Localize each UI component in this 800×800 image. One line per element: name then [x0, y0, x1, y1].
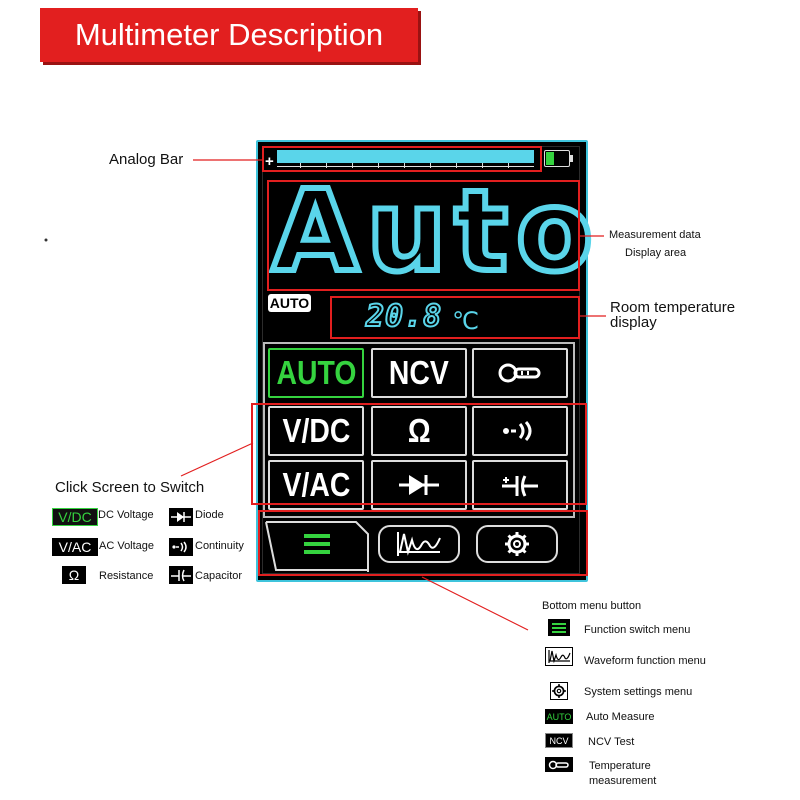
switch-area-highlight: [251, 403, 587, 505]
continuity-button[interactable]: [472, 406, 568, 456]
thermometer-icon: [498, 363, 541, 383]
diode-button[interactable]: [371, 460, 467, 510]
analog-bar-tick: [404, 163, 405, 168]
analog-bar-tick: [326, 163, 327, 168]
function-switch-menu-button[interactable]: [300, 530, 334, 558]
ac-voltage-label: V/AC: [282, 466, 350, 503]
page-title: Multimeter Description: [74, 17, 384, 52]
gear-icon: [505, 532, 529, 556]
thermometer-icon: [548, 760, 569, 769]
resistance-legend-label: Resistance: [99, 570, 154, 582]
resistance-label: Ω: [407, 412, 431, 449]
analog-bar-callout: Analog Bar: [109, 151, 184, 168]
ac-voltage-legend-label: AC Voltage: [99, 540, 155, 552]
bottom-menu-pointer: [421, 576, 529, 631]
function-switch-legend-label: Function switch menu: [584, 624, 691, 636]
room-temperature-value: 20.8: [365, 298, 443, 335]
auto-mode-label: AUTO: [276, 354, 356, 391]
waveform-icon: [397, 532, 441, 556]
switch-area-pointer: [180, 442, 254, 477]
analog-bar-fill: [277, 150, 534, 163]
diode-legend-label: Diode: [195, 509, 224, 521]
plus-icon: +: [265, 153, 274, 170]
auto-mode-button[interactable]: AUTO: [268, 348, 364, 398]
diode-icon: [399, 475, 439, 495]
analog-bar-tick: [300, 163, 301, 168]
ncv-chip: NCV: [545, 733, 573, 748]
continuity-legend-label: Continuity: [195, 540, 244, 552]
page-title-banner: Multimeter Description: [40, 8, 418, 62]
waveform-legend-label: Waveform function menu: [584, 655, 706, 667]
measurement-area-highlight: [267, 180, 580, 291]
room-temp-callout-line2: display: [610, 314, 657, 331]
analog-bar-highlight: [262, 146, 542, 172]
capacitor-legend-label: Capacitor: [195, 570, 243, 582]
stray-dot: [44, 238, 48, 242]
function-grid: [263, 342, 575, 518]
analog-bar-tick: [430, 163, 431, 168]
analog-bar-tick: [456, 163, 457, 168]
battery-icon: [544, 150, 570, 167]
temperature-legend-label-line1: Temperature: [589, 760, 651, 772]
capacitor-legend-chip: [169, 566, 193, 584]
continuity-icon: [172, 541, 187, 553]
waveform-menu-button[interactable]: [378, 525, 460, 563]
analog-bar-tick: [482, 163, 483, 168]
resistance-chip: Ω: [62, 566, 86, 584]
temperature-legend-label-line2: measurement: [589, 775, 657, 787]
ac-voltage-button[interactable]: V/AC: [268, 460, 364, 510]
multimeter-screen-inner: [262, 146, 580, 574]
dc-voltage-label: V/DC: [282, 412, 350, 449]
ncv-mode-button[interactable]: NCV: [371, 348, 467, 398]
analog-bar-tick: [352, 163, 353, 168]
room-temperature-highlight: [330, 296, 580, 339]
hamburger-menu-icon: [304, 534, 330, 554]
bottom-menu-tab-outline: [265, 521, 369, 572]
capacitor-icon: [502, 475, 538, 497]
continuity-legend-chip: [169, 538, 193, 556]
hamburger-menu-icon: [552, 622, 566, 633]
bottom-menu-highlight: [258, 510, 588, 576]
resistance-button[interactable]: Ω: [371, 406, 467, 456]
dc-voltage-button[interactable]: V/DC: [268, 406, 364, 456]
system-settings-menu-button[interactable]: [476, 525, 558, 563]
function-switch-legend-chip: [548, 619, 570, 636]
waveform-icon: [548, 650, 571, 664]
temperature-mode-button[interactable]: [472, 348, 568, 398]
temperature-legend-chip: [545, 757, 573, 772]
ncv-test-legend-label: NCV Test: [588, 736, 635, 748]
auto-measure-legend-label: Auto Measure: [586, 711, 655, 723]
diode-icon: [171, 512, 191, 522]
capacitor-icon: [171, 569, 191, 582]
auto-range-badge: AUTO: [268, 294, 311, 312]
gear-icon: [552, 684, 566, 698]
analog-bar-scale: [277, 166, 534, 167]
analog-bar-tick: [508, 163, 509, 168]
battery-level: [546, 152, 554, 165]
dc-voltage-chip: V/DC: [52, 508, 98, 526]
diode-legend-chip: [169, 508, 193, 526]
measurement-callout-line2: Display area: [625, 247, 687, 259]
settings-legend-chip: [550, 682, 568, 700]
settings-legend-label: System settings menu: [584, 686, 693, 698]
battery-icon-cap: [570, 155, 573, 162]
room-temperature-unit: ℃: [452, 307, 479, 335]
ac-voltage-chip: V/AC: [52, 538, 98, 556]
ncv-mode-label: NCV: [389, 354, 449, 391]
continuity-icon: [503, 421, 532, 441]
dc-voltage-legend-label: DC Voltage: [98, 509, 154, 521]
capacitor-button[interactable]: [472, 460, 568, 510]
waveform-legend-chip: [545, 647, 573, 666]
analog-bar-tick: [378, 163, 379, 168]
click-switch-callout: Click Screen to Switch: [55, 479, 205, 496]
auto-measure-chip: AUTO: [545, 709, 573, 724]
measurement-callout-line1: Measurement data: [609, 229, 701, 241]
measurement-reading: Auto: [269, 167, 601, 297]
bottom-menu-heading: Bottom menu button: [542, 600, 642, 612]
room-temp-callout-line1: Room temperature: [610, 299, 736, 316]
